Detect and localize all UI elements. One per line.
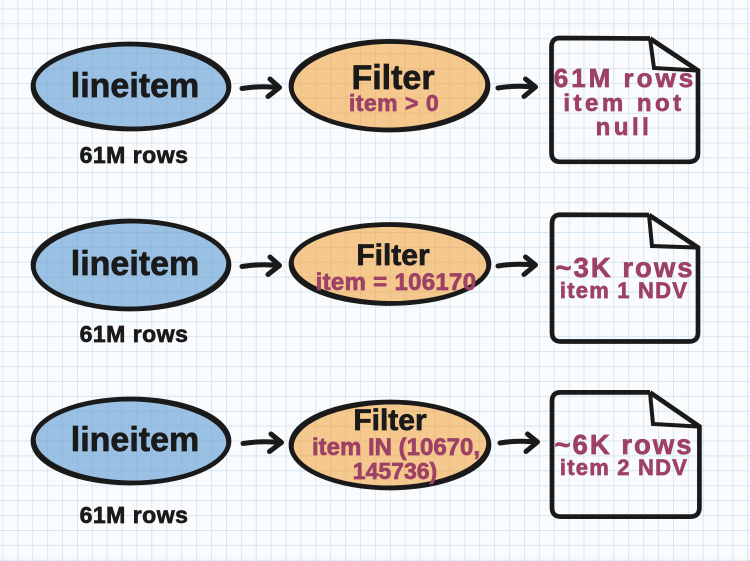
svg-text:item 1 NDV: item 1 NDV	[560, 278, 688, 303]
svg-text:~6K rows: ~6K rows	[554, 429, 693, 460]
svg-text:145736): 145736)	[353, 458, 437, 484]
svg-text:Filter: Filter	[351, 59, 434, 97]
svg-text:~3K rows: ~3K rows	[555, 252, 694, 283]
svg-text:item not: item not	[563, 90, 684, 117]
svg-text:lineitem: lineitem	[71, 245, 199, 283]
svg-text:Filter: Filter	[353, 404, 427, 437]
svg-text:item = 106170: item = 106170	[316, 269, 477, 296]
svg-text:61M rows: 61M rows	[554, 63, 697, 93]
svg-text:lineitem: lineitem	[71, 67, 199, 105]
svg-text:61M rows: 61M rows	[80, 321, 189, 347]
svg-text:61M rows: 61M rows	[80, 502, 189, 528]
svg-text:61M rows: 61M rows	[80, 142, 189, 168]
svg-text:lineitem: lineitem	[71, 421, 199, 459]
svg-text:item > 0: item > 0	[349, 90, 439, 116]
svg-text:null: null	[596, 114, 653, 141]
svg-text:item IN (10670,: item IN (10670,	[312, 434, 480, 461]
svg-text:Filter: Filter	[356, 239, 430, 272]
svg-text:item 2 NDV: item 2 NDV	[560, 455, 688, 480]
